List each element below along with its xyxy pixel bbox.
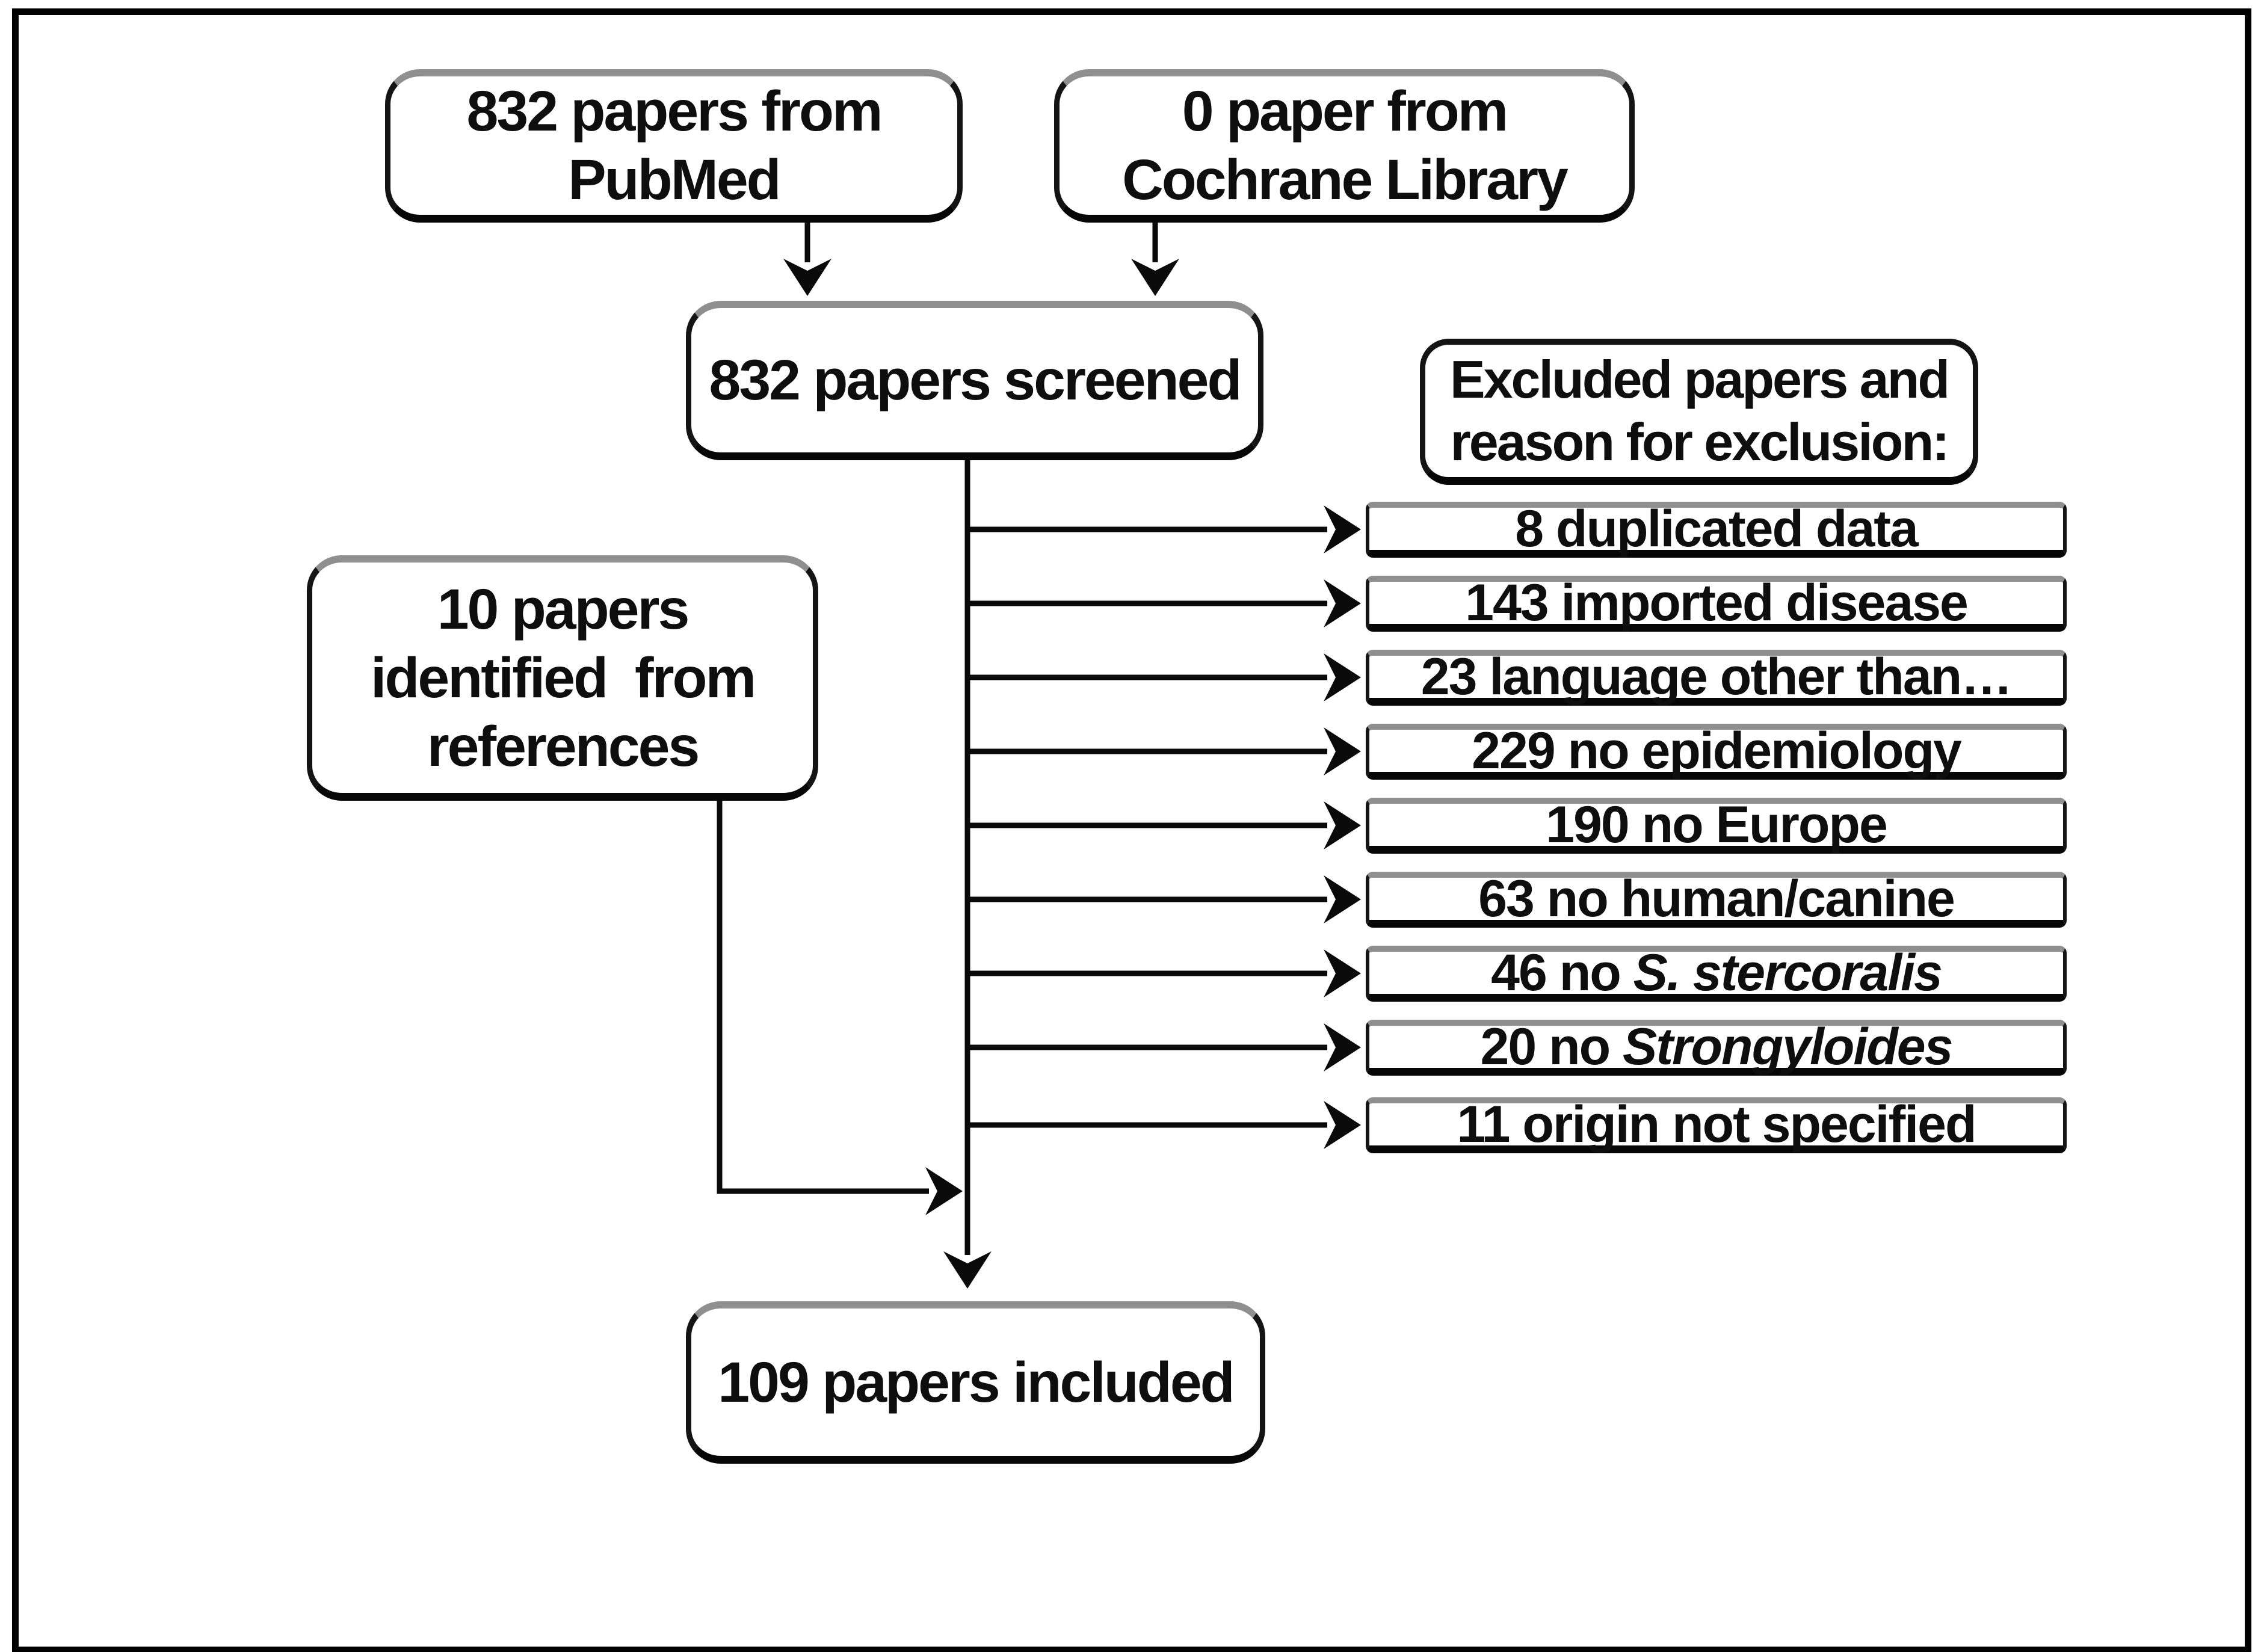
exclusion-bar-duplicated: 8 duplicated data [1366, 502, 2067, 558]
references-connector-head [925, 1167, 963, 1215]
exclusion-label: 8 duplicated data [1515, 500, 1918, 558]
node-label-line: identified from [370, 646, 756, 710]
exclusion-label: 63 no human/canine [1478, 870, 1955, 928]
branch-head-1 [1324, 505, 1361, 553]
references-connector-line [717, 799, 929, 1194]
exclusion-label: 229 no epidemiology [1472, 722, 1962, 780]
node-label-line: 832 papers screened [709, 348, 1242, 412]
node-included: 109 papers included [686, 1301, 1265, 1464]
branch-head-3 [1324, 653, 1361, 701]
exclusion-bar-strongyloides: 20 no Strongyloides [1366, 1020, 2067, 1076]
exclusion-bar-europe: 190 no Europe [1366, 798, 2067, 854]
main-flow-head [943, 1251, 992, 1289]
exclusion-bar-imported: 143 imported disease [1366, 576, 2067, 632]
exclusion-label: 190 no Europe [1546, 796, 1888, 854]
arrow-cochrane-head [1131, 259, 1179, 296]
node-label-line: 832 papers from [466, 79, 883, 143]
arrow-pubmed-head [783, 259, 831, 296]
exclusion-label: 23 language other than… [1421, 648, 2013, 706]
branch-head-8 [1324, 1023, 1361, 1071]
exclusion-label: 11 origin not specified [1457, 1096, 1977, 1153]
node-label-line: references [427, 714, 700, 778]
branch-head-7 [1324, 949, 1361, 997]
node-excluded-header: Excluded papers and reason for exclusion… [1420, 339, 1978, 485]
branch-head-2 [1324, 579, 1361, 627]
exclusion-label-italic: S. stercoralis [1633, 944, 1943, 1002]
node-screened: 832 papers screened [686, 301, 1263, 460]
node-label-line: 109 papers included [718, 1350, 1235, 1414]
node-label-line: PubMed [568, 148, 781, 212]
exclusion-label: 46 no [1491, 944, 1633, 1002]
node-label-line: reason for exclusion: [1450, 412, 1949, 472]
node-label-line: Cochrane Library [1122, 148, 1569, 212]
exclusion-label: 20 no [1480, 1018, 1623, 1076]
exclusion-bar-human-canine: 63 no human/canine [1366, 872, 2067, 928]
exclusion-bar-language: 23 language other than… [1366, 650, 2067, 706]
branch-head-6 [1324, 875, 1361, 923]
exclusion-bar-origin: 11 origin not specified [1366, 1097, 2067, 1153]
exclusion-bar-stercoralis: 46 no S. stercoralis [1366, 946, 2067, 1002]
branch-head-9 [1324, 1101, 1361, 1149]
outer-border [12, 8, 2251, 1652]
exclusion-label-italic: Strongyloides [1623, 1018, 1953, 1076]
node-cochrane: 0 paper from Cochrane Library [1054, 69, 1635, 223]
node-label-line: Excluded papers and [1449, 350, 1950, 409]
node-label-line: 0 paper from [1182, 79, 1508, 143]
node-pubmed: 832 papers from PubMed [385, 69, 963, 223]
branch-head-4 [1324, 727, 1361, 775]
node-label-line: 10 papers [437, 577, 690, 641]
exclusion-bar-epidemiology: 229 no epidemiology [1366, 724, 2067, 780]
exclusion-label: 143 imported disease [1465, 574, 1969, 632]
node-references: 10 papers identified from references [307, 555, 818, 801]
branch-head-5 [1324, 801, 1361, 849]
